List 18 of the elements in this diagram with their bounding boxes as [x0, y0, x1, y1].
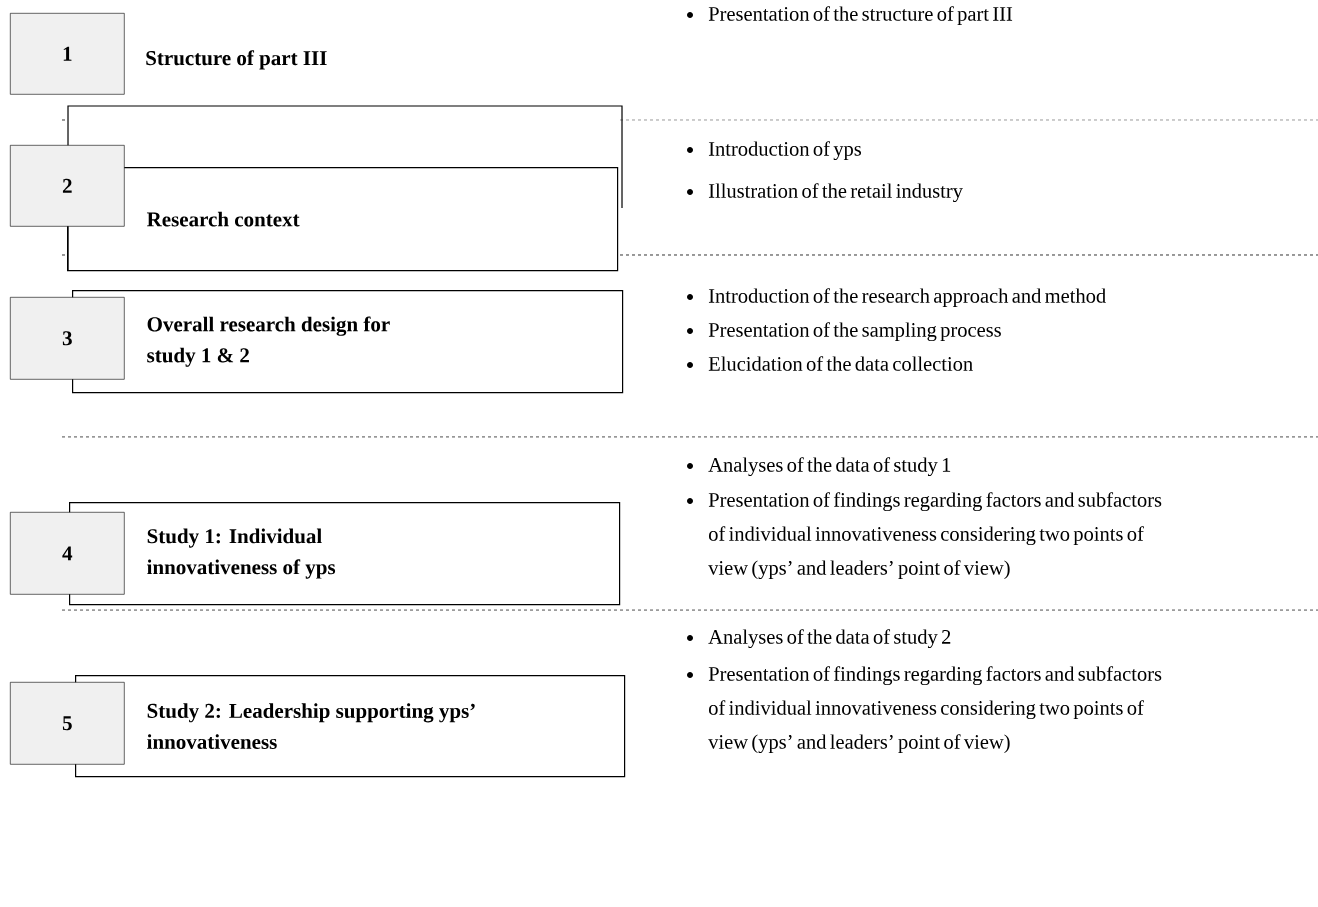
number-box: 4	[10, 512, 125, 595]
bullet-text: Presentation of findings regarding factors and subfactors of individual innovativeness considering two points of view (yps’ and leaders’ point of view)	[708, 666, 1162, 754]
section-title: Structure of part III	[146, 50, 327, 70]
bullet-text: Presentation of the structure of part III	[708, 6, 1013, 25]
number-box: 5	[10, 682, 125, 765]
section-box: Overall research design for study 1 & 2	[72, 290, 624, 394]
number-box: 1	[10, 13, 125, 95]
number-box: 3	[10, 297, 125, 380]
number-box: 2	[10, 145, 125, 227]
bullet-text: Illustration of the retail industry	[708, 183, 963, 203]
section-box: Study 2: Leadership supporting yps’ innovativeness	[75, 675, 626, 778]
bullet-text: Analyses of the data of study 2	[708, 629, 951, 649]
bullet-text: Elucidation of the data collection	[708, 356, 973, 371]
bullet-text: Introduction of yps	[708, 141, 861, 161]
bullet-text: Presentation of the sampling process	[708, 322, 1001, 342]
bullet-text: Analyses of the data of study 1	[708, 457, 951, 477]
bullet-text: Introduction of the research approach and method	[708, 288, 1106, 307]
bullet-text: Presentation of findings regarding factors and subfactors of individual innovativeness considering two points of view (yps’ and leaders’ point of view)	[708, 492, 1162, 580]
